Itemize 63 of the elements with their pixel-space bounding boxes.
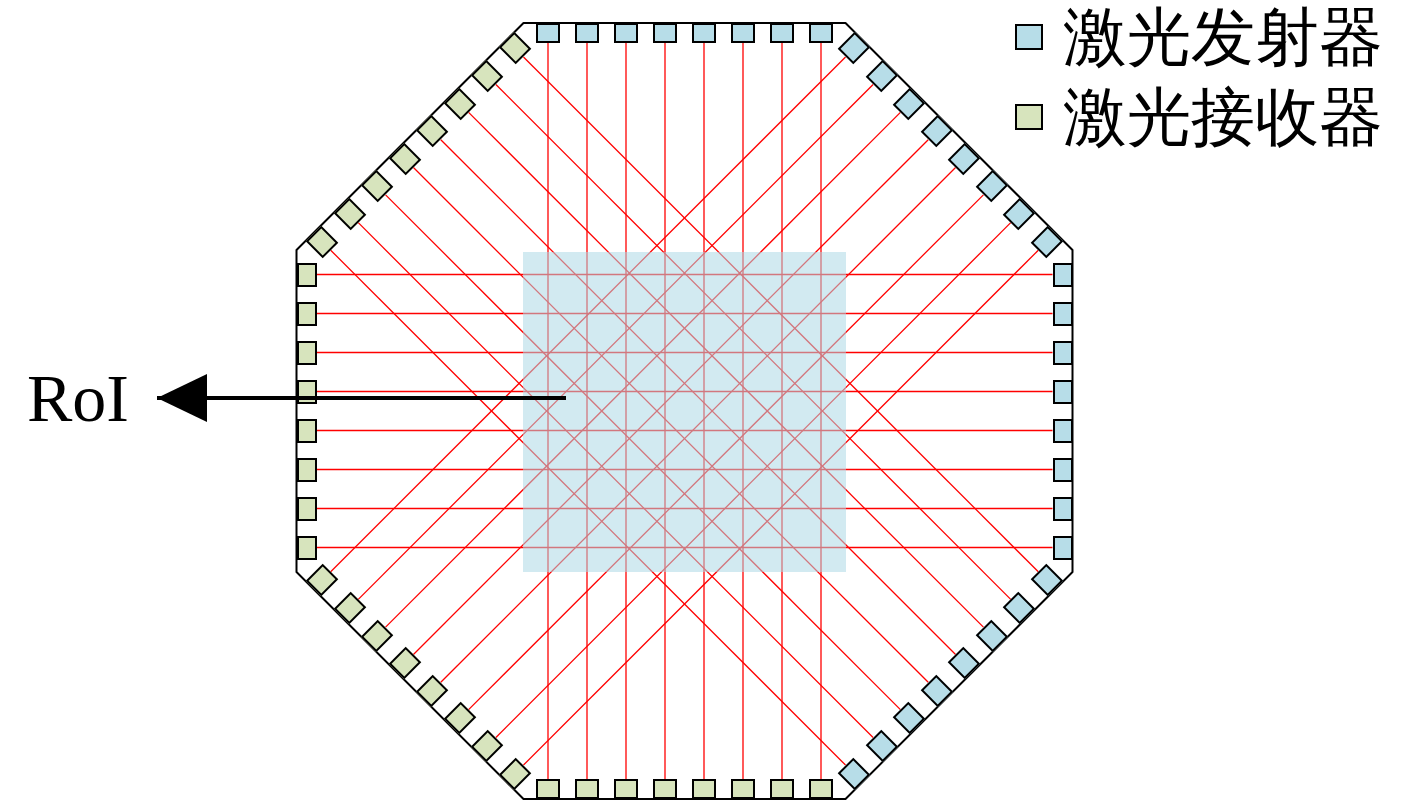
laser-beam: [742, 42, 744, 780]
receiver-square: [692, 779, 716, 799]
laser-beam: [664, 42, 666, 780]
laser-beam: [495, 83, 1012, 601]
receiver-square: [296, 535, 317, 560]
laser-beam: [384, 194, 902, 711]
leader-arrow: [157, 374, 566, 422]
laser-beam: [495, 221, 1012, 739]
laser-beam: [315, 273, 1054, 276]
laser-beam: [315, 312, 1054, 315]
laser-beam: [329, 56, 847, 573]
laser-beam: [315, 390, 1054, 393]
emitter-square: [692, 23, 716, 43]
receiver-square: [575, 779, 599, 799]
emitter-square: [731, 23, 755, 43]
laser-beam: [522, 56, 1040, 573]
laser-beam: [315, 351, 1054, 354]
receiver-square: [296, 418, 317, 443]
emitter-square: [1052, 457, 1073, 482]
receiver-square: [536, 779, 560, 799]
laser-beam: [522, 249, 1040, 766]
laser-beam: [467, 111, 985, 628]
emitter-square: [1052, 418, 1073, 443]
legend-label: 激光接收器: [1063, 85, 1383, 149]
laser-beam: [781, 42, 783, 780]
laser-beam: [820, 42, 822, 780]
laser-beam: [315, 546, 1054, 549]
emitter-square: [1052, 496, 1073, 521]
laser-beam: [315, 429, 1054, 432]
emitter-square: [1052, 301, 1073, 326]
receiver-square: [614, 779, 638, 799]
receiver-square: [296, 496, 317, 521]
laser-beam: [467, 194, 985, 711]
emitter-square: [1052, 340, 1073, 365]
emitter-square: [614, 23, 638, 43]
emitter-square: [1052, 262, 1073, 287]
laser-beam: [357, 83, 874, 601]
laser-beam: [357, 221, 874, 739]
emitter-square: [575, 23, 599, 43]
receiver-square: [731, 779, 755, 799]
emitter-square: [1052, 535, 1073, 560]
laser-beam: [586, 42, 588, 780]
legend-label: 激光发射器: [1063, 5, 1383, 69]
receiver-square: [770, 779, 794, 799]
receiver-square: [809, 779, 833, 799]
laser-beam: [329, 249, 847, 766]
receiver-square: [296, 340, 317, 365]
laser-beam: [547, 42, 549, 780]
laser-beam: [315, 468, 1054, 471]
laser-beam: [703, 42, 705, 780]
emitter-square: [653, 23, 677, 43]
roi-label: RoI: [27, 364, 129, 432]
laser-beam: [384, 111, 902, 628]
emitter-square: [536, 23, 560, 43]
emitter-square: [1052, 379, 1073, 404]
laser-beam: [315, 507, 1054, 510]
receiver-square: [296, 262, 317, 287]
receiver-square: [296, 301, 317, 326]
receiver-square: [296, 457, 317, 482]
laser-beam: [625, 42, 627, 780]
emitter-square: [809, 23, 833, 43]
emitter-square: [770, 23, 794, 43]
receiver-square: [653, 779, 677, 799]
